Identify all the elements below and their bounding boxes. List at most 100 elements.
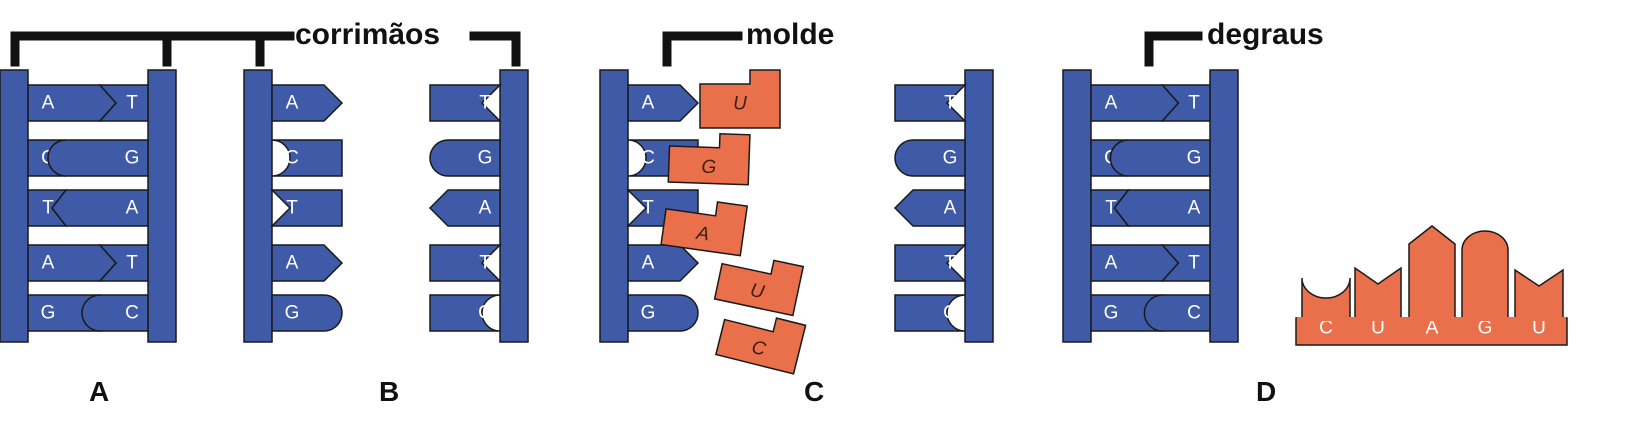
base-label: C — [943, 303, 957, 324]
rna-base-u: U — [699, 69, 781, 129]
base-label: T — [944, 93, 956, 114]
dna-base-t — [271, 189, 343, 227]
rungs-bracket — [1144, 31, 1203, 67]
panel-c-transcription: A C T A G U G A U C T G A T C — [599, 69, 994, 375]
panel-label-c: C — [804, 376, 825, 407]
base-label: T — [479, 93, 491, 114]
base-label: C — [478, 303, 492, 324]
base-label: A — [642, 253, 655, 274]
base-label: U — [748, 280, 766, 303]
rna-base-c — [1301, 277, 1351, 320]
dna-rail — [243, 69, 273, 343]
base-label: G — [701, 157, 717, 179]
base-label: T — [944, 253, 956, 274]
base-label: T — [42, 198, 54, 219]
rungs-callout-label: degraus — [1207, 18, 1324, 51]
dna-rail — [0, 69, 29, 343]
dna-base-g — [627, 294, 699, 332]
base-label: A — [42, 253, 55, 274]
base-label: U — [1371, 318, 1385, 339]
rails-bracket — [10, 31, 521, 67]
dna-base-c — [1143, 294, 1211, 332]
base-label: A — [1105, 93, 1118, 114]
base-label: A — [286, 93, 299, 114]
dna-base-t — [98, 84, 149, 122]
base-label: T — [286, 198, 298, 219]
dna-base-t — [1160, 84, 1211, 122]
base-label: A — [126, 198, 139, 219]
base-label: T — [1188, 253, 1200, 274]
base-label: A — [479, 198, 492, 219]
base-label: U — [733, 94, 747, 115]
base-label: G — [285, 303, 300, 324]
base-label: A — [1105, 253, 1118, 274]
dna-base-a — [627, 244, 699, 282]
base-label: C — [749, 337, 768, 361]
base-label: C — [1319, 318, 1333, 339]
dna-base-a — [271, 244, 343, 282]
base-label: G — [1104, 303, 1119, 324]
base-label: G — [41, 303, 56, 324]
template-callout-label: molde — [746, 18, 835, 51]
dna-base-t — [98, 244, 149, 282]
dna-base-g — [47, 139, 149, 177]
rna-backbone-seam — [1297, 317, 1566, 321]
dna-base-c — [81, 294, 149, 332]
dna-base-a — [1113, 189, 1211, 227]
dna-rail — [964, 69, 994, 343]
dna-base-c — [271, 139, 343, 177]
rna-base-a: A — [660, 201, 749, 257]
base-label: G — [125, 148, 140, 169]
rails-callout-label: corrimãos — [295, 18, 441, 51]
template-bracket — [662, 31, 743, 67]
panel-label-a: A — [89, 376, 110, 407]
dna-base-g — [271, 294, 343, 332]
base-label: A — [42, 93, 55, 114]
base-label: G — [641, 303, 656, 324]
dna-rail — [1062, 69, 1092, 343]
base-label: T — [642, 198, 654, 219]
rna-base-g — [1461, 230, 1509, 320]
base-label: A — [694, 223, 710, 246]
base-label: A — [1188, 198, 1201, 219]
base-label: C — [125, 303, 139, 324]
base-label: A — [286, 253, 299, 274]
rna-base-g: G — [667, 132, 751, 186]
dna-base-a — [271, 84, 343, 122]
base-label: U — [1532, 318, 1546, 339]
base-label: C — [1187, 303, 1201, 324]
rna-base-a — [1408, 225, 1456, 320]
rna-base-c: C — [714, 317, 807, 375]
panel-b-separated-strands: A C T A G T G A T C — [243, 69, 529, 343]
base-label: T — [479, 253, 491, 274]
rna-base-u: U — [713, 259, 805, 317]
dna-base-a — [627, 84, 699, 122]
base-label: A — [944, 198, 957, 219]
panel-label-d: D — [1256, 376, 1277, 407]
base-label: C — [285, 148, 299, 169]
dna-base-g — [1109, 139, 1211, 177]
base-label: A — [642, 93, 655, 114]
dna-rail — [1209, 69, 1239, 343]
dna-rail — [499, 69, 529, 343]
base-label: G — [1478, 318, 1493, 339]
base-label: G — [478, 148, 493, 169]
dna-base-t — [1160, 244, 1211, 282]
base-label: G — [943, 148, 958, 169]
base-label: T — [1105, 198, 1117, 219]
dna-rail — [599, 69, 629, 343]
rna-base-u — [1354, 266, 1402, 320]
base-label: T — [1188, 93, 1200, 114]
base-label: A — [1426, 318, 1439, 339]
dna-base-a — [51, 189, 149, 227]
base-label: C — [641, 148, 655, 169]
base-label: G — [1187, 148, 1202, 169]
base-label: T — [126, 93, 138, 114]
base-label: T — [126, 253, 138, 274]
dna-rail — [147, 69, 177, 343]
panel-label-b: B — [379, 376, 400, 407]
